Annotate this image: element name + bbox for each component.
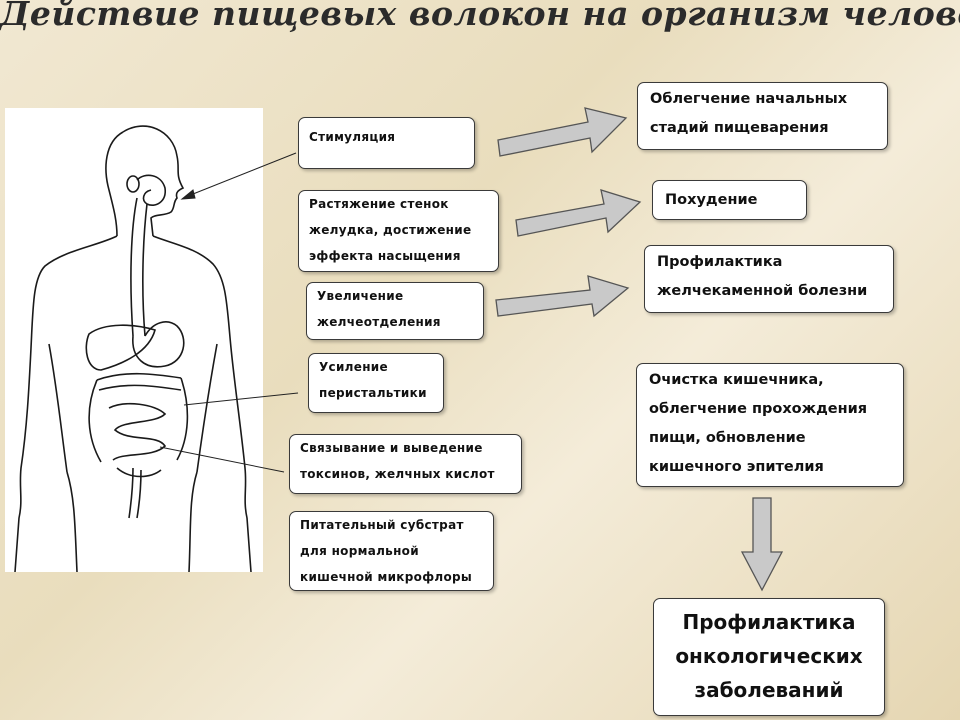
effect-box-microflora-substrate: Питательный субстрат для нормальной кише…: [289, 511, 494, 591]
outcome-box-gallstone-prevention: Профилактика желчекаменной болезни: [644, 245, 894, 313]
block-arrow-to-gallstone: [495, 275, 630, 318]
leader-line-toxins: [159, 446, 285, 473]
effect-box-stimulation: Стимуляция: [298, 117, 475, 169]
effect-box-stomach-distension: Растяжение стенок желудка, достижение эф…: [298, 190, 499, 272]
human-digestive-system-figure: [5, 108, 263, 573]
outcome-box-intestine-cleansing: Очистка кишечника, облегчение прохождени…: [636, 363, 904, 487]
outcome-box-weight-loss: Похудение: [652, 180, 807, 220]
block-arrow-down-to-final: [740, 497, 784, 592]
outcome-box-digestion: Облегчение начальных стадий пищеварения: [637, 82, 888, 150]
leader-arrowhead-icon: [180, 189, 196, 200]
block-arrow-to-weight-loss: [515, 189, 642, 237]
body-outline-illustration: [14, 125, 252, 573]
effect-box-bile-secretion: Увеличение желчеотделения: [306, 282, 484, 340]
leader-line-peristalsis: [183, 392, 299, 406]
block-arrow-to-digestion: [497, 107, 628, 157]
effect-box-peristalsis: Усиление перистальтики: [308, 353, 444, 413]
page-title: Действие пищевых волокон на организм чел…: [0, 0, 960, 33]
effect-box-toxin-binding: Связывание и выведение токсинов, желчных…: [289, 434, 522, 494]
final-outcome-box: Профилактика онкологических заболеваний: [653, 598, 885, 716]
leader-line-mouth: [187, 152, 297, 197]
